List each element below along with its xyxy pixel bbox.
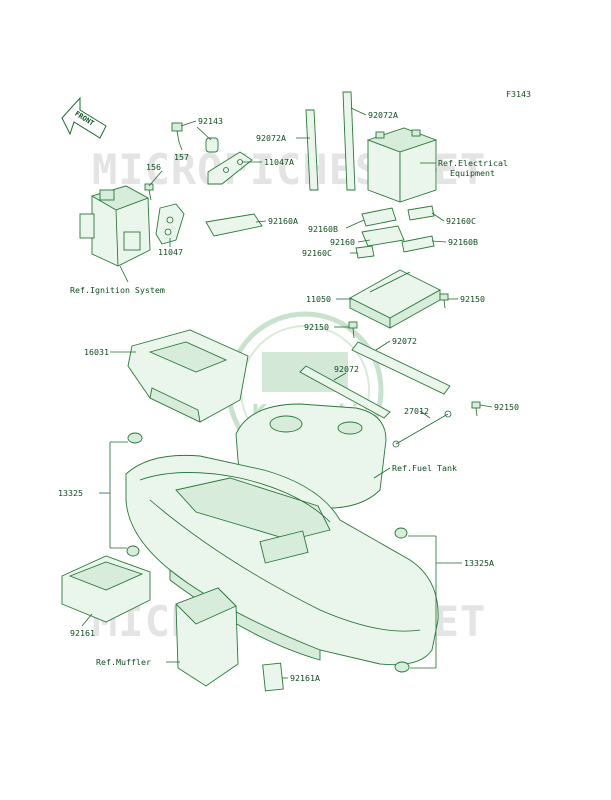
bracket-11047-part (155, 203, 185, 245)
label-92072-mid: 92072 (334, 364, 359, 374)
ref-muffler: Ref.Muffler (96, 657, 151, 667)
label-157: 157 (174, 152, 189, 162)
label-92143: 92143 (198, 116, 223, 126)
pad-92160A-part (205, 213, 263, 237)
pads-group-part (355, 205, 435, 259)
label-13325A: 13325A (464, 558, 494, 568)
hull-part (125, 454, 439, 666)
label-11047: 11047 (158, 247, 183, 257)
collar-92143-part (205, 137, 219, 153)
label-92160A: 92160A (268, 216, 298, 226)
label-92072A-right: 92072A (368, 110, 398, 120)
cap-13325A-top-part (394, 527, 408, 539)
ref-ignition: Ref.Ignition System (70, 285, 165, 295)
label-16031: 16031 (84, 347, 109, 357)
pad-92161A-part (262, 662, 284, 692)
strap-92072A-right-part (342, 91, 356, 191)
bracket-11047A-part (207, 151, 253, 185)
battery-tray-11050-part (349, 269, 441, 329)
label-92160: 92160 (330, 237, 355, 247)
label-92150-a: 92150 (460, 294, 485, 304)
battery-part (366, 127, 438, 203)
label-92161A: 92161A (290, 673, 320, 683)
front-arrow-icon: FRONT (61, 96, 107, 139)
label-92150-c: 92150 (494, 402, 519, 412)
strap-92072-top-part (351, 341, 451, 395)
bolt-157-part (171, 122, 183, 143)
figure-code: F3143 (506, 89, 531, 99)
cap-13325-top-part (127, 432, 143, 444)
label-92072-top: 92072 (392, 336, 417, 346)
strap-92072A-left-part (305, 109, 319, 191)
mat-92161-part (61, 555, 151, 623)
muffler-cover-part (175, 587, 239, 687)
cap-13325A-bottom-part (394, 661, 410, 673)
bolt-156-part (144, 183, 154, 201)
strap-92072-mid-part (299, 365, 391, 419)
leader-lines (81, 107, 493, 679)
label-13325: 13325 (58, 488, 83, 498)
ignition-box-part (79, 185, 151, 267)
label-156: 156 (146, 162, 161, 172)
ref-electrical-line2: Equipment (450, 168, 495, 178)
bolt-92150-b-part (348, 321, 358, 339)
label-92161: 92161 (70, 628, 95, 638)
label-92150-b: 92150 (304, 322, 329, 332)
cap-13325-bottom-part (126, 545, 140, 557)
label-92160B-left: 92160B (308, 224, 338, 234)
ref-electrical-line1: Ref.Electrical (438, 158, 508, 168)
bolt-92150-a-part (439, 293, 449, 309)
label-27012: 27012 (404, 406, 429, 416)
label-11050: 11050 (306, 294, 331, 304)
label-92160B-right: 92160B (448, 237, 478, 247)
part-labels: 92143 157 156 11047A 11047 92072A 92072A… (58, 110, 519, 683)
bolt-92150-c-part (471, 401, 481, 417)
ref-fuel-tank: Ref.Fuel Tank (392, 463, 457, 473)
label-11047A: 11047A (264, 157, 294, 167)
tray-16031-part (127, 329, 249, 423)
label-92160C-right: 92160C (446, 216, 476, 226)
cable-27012-part (392, 410, 452, 448)
label-92072A-left: 92072A (256, 133, 286, 143)
label-92160C-left: 92160C (302, 248, 332, 258)
